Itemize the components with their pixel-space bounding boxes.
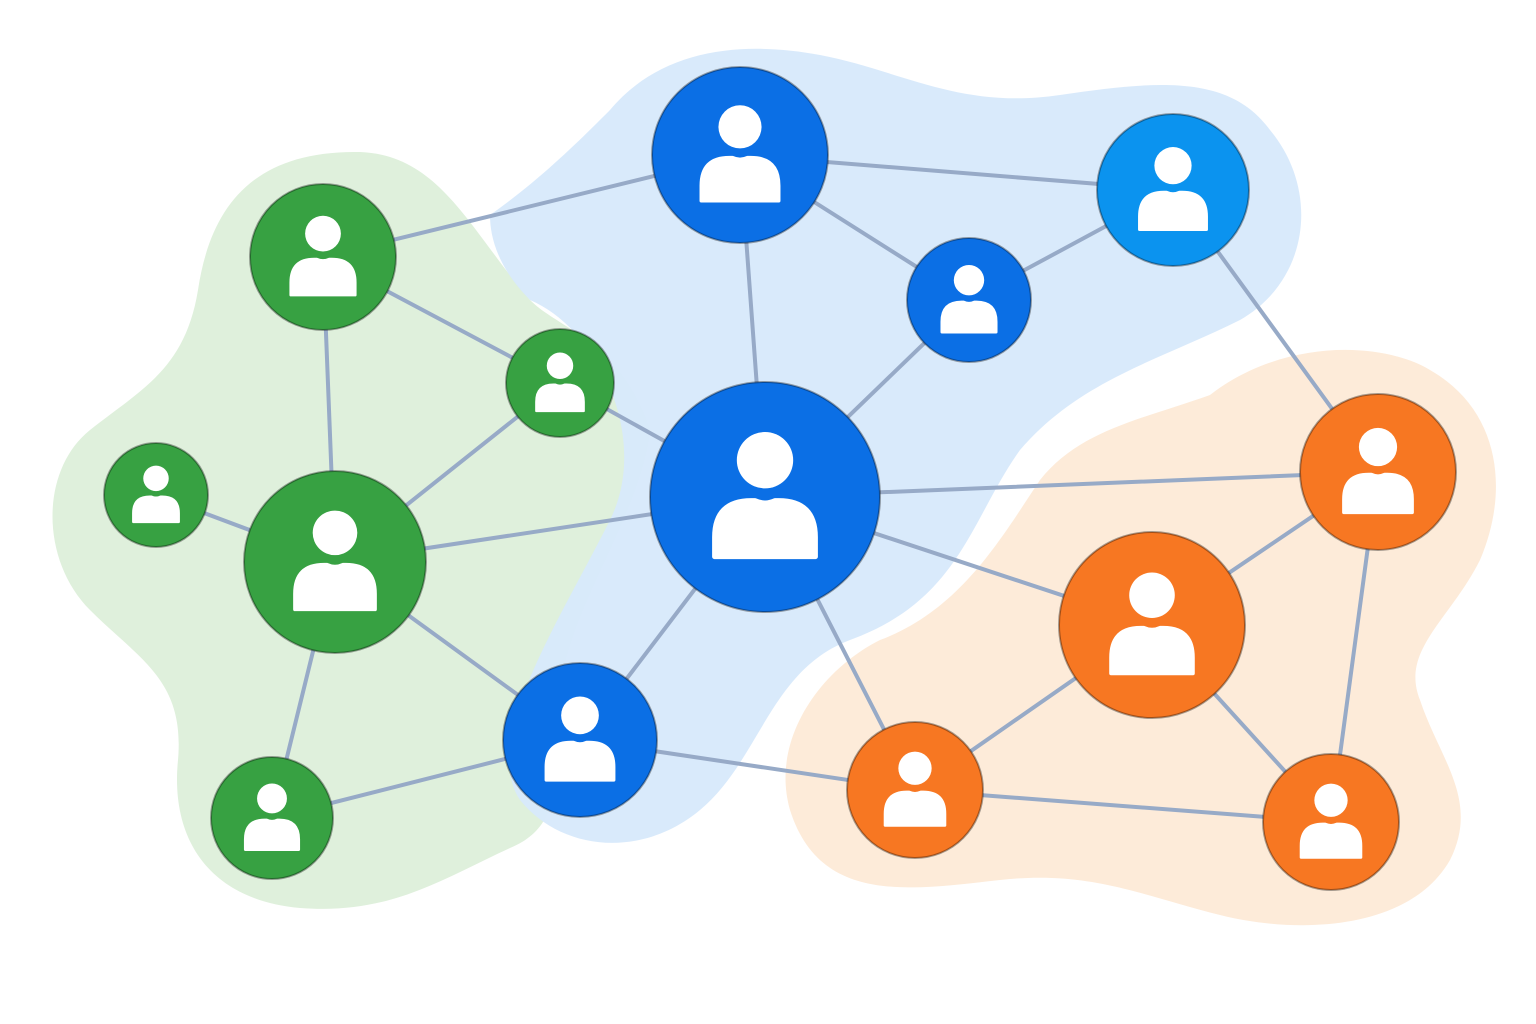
user-icon <box>1342 427 1414 515</box>
user-node-o2[interactable] <box>1058 531 1246 719</box>
node-circle <box>103 442 209 548</box>
node-circle <box>1262 753 1400 891</box>
user-node-b4[interactable] <box>906 237 1032 363</box>
user-icon <box>535 352 585 413</box>
user-node-g1[interactable] <box>249 183 397 331</box>
node-circle <box>249 183 397 331</box>
user-icon <box>699 105 781 203</box>
user-nodes <box>103 66 1457 891</box>
user-node-o4[interactable] <box>1262 753 1400 891</box>
user-node-g5[interactable] <box>210 756 334 880</box>
user-icon <box>712 432 818 560</box>
user-icon <box>940 264 998 334</box>
user-icon <box>544 696 616 782</box>
node-circle <box>1299 393 1457 551</box>
blue-community-region <box>490 48 1302 843</box>
user-node-o3[interactable] <box>846 721 984 859</box>
node-circle <box>906 237 1032 363</box>
user-icon <box>1138 147 1208 232</box>
node-circle <box>502 662 658 818</box>
user-icon <box>243 783 301 851</box>
node-circle <box>1096 113 1250 267</box>
node-circle <box>210 756 334 880</box>
user-node-b5[interactable] <box>502 662 658 818</box>
node-circle <box>846 721 984 859</box>
user-node-g2[interactable] <box>505 328 615 438</box>
user-node-b1[interactable] <box>651 66 829 244</box>
user-icon <box>132 465 180 524</box>
user-node-g4[interactable] <box>103 442 209 548</box>
user-icon <box>289 215 357 297</box>
user-node-b2[interactable] <box>1096 113 1250 267</box>
user-icon <box>293 510 377 612</box>
node-circle <box>243 470 427 654</box>
user-icon <box>1109 572 1195 676</box>
node-circle <box>651 66 829 244</box>
node-circle <box>505 328 615 438</box>
user-icon <box>1299 783 1363 859</box>
node-circle <box>1058 531 1246 719</box>
user-node-o1[interactable] <box>1299 393 1457 551</box>
user-icon <box>883 751 947 827</box>
user-node-b3[interactable] <box>649 381 881 613</box>
user-node-g3[interactable] <box>243 470 427 654</box>
node-circle <box>649 381 881 613</box>
edge-o3-o4 <box>913 788 1333 824</box>
